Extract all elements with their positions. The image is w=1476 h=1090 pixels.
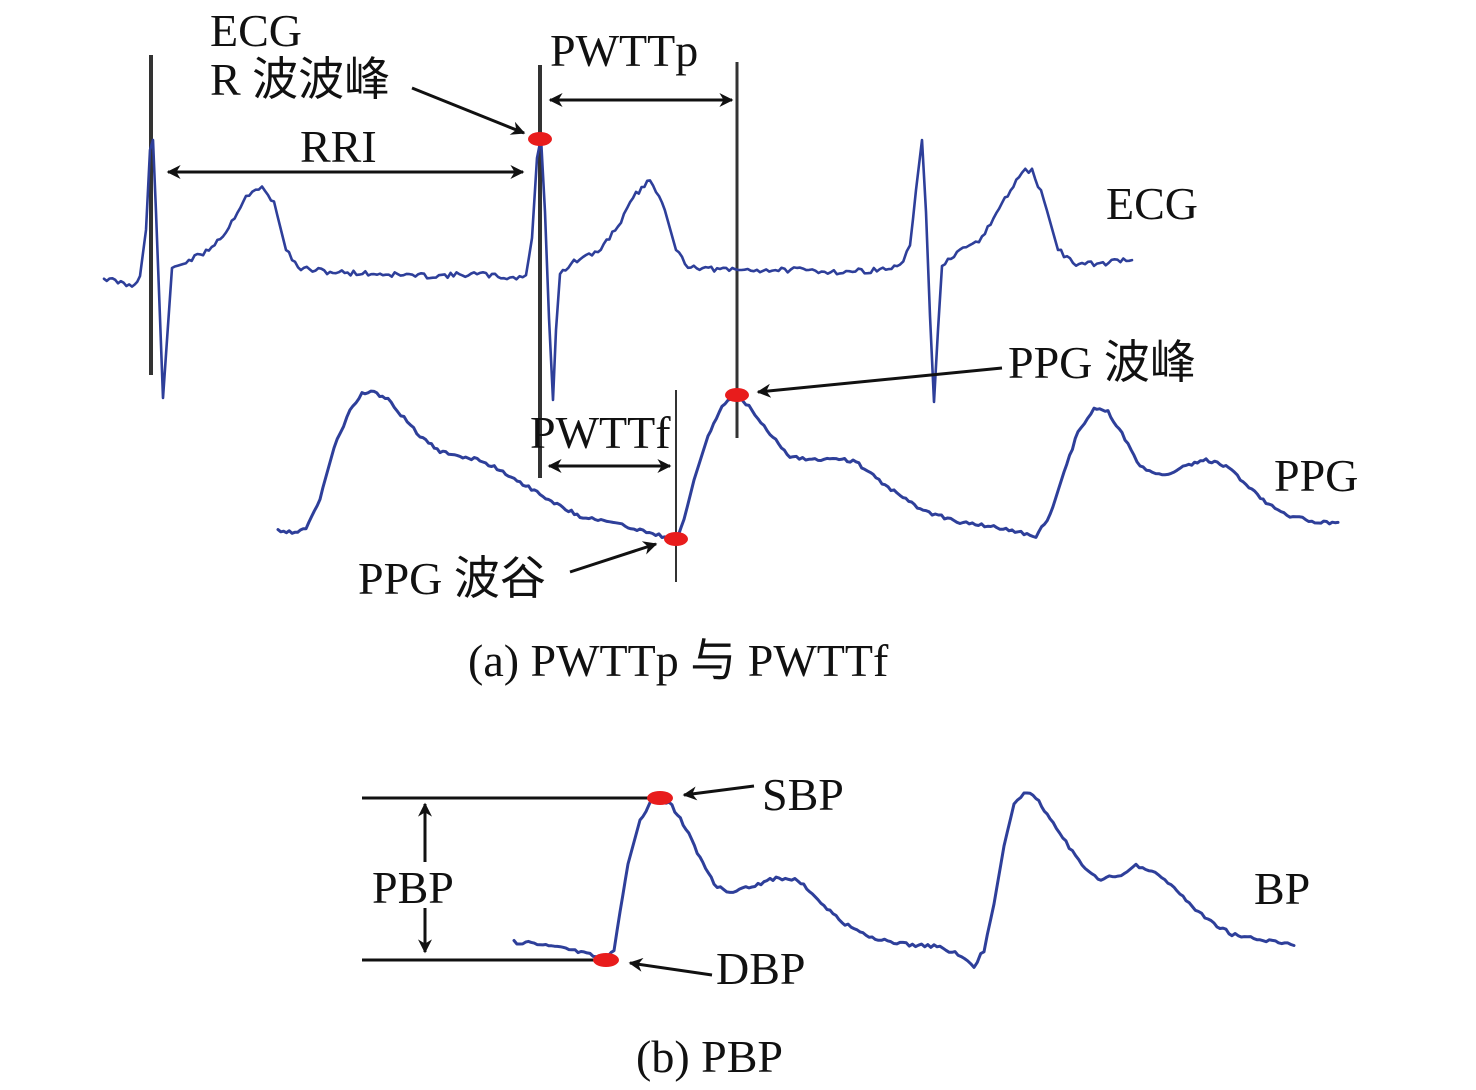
ecg-r-peak-marker — [528, 132, 552, 146]
dbp-label: DBP — [716, 943, 805, 994]
ppg-trough-pointer-arrow — [569, 541, 658, 574]
sbp-label: SBP — [762, 769, 844, 820]
ecg-label: ECG — [1106, 178, 1198, 229]
ppg-trough-label: PPG 波谷 — [358, 553, 546, 604]
ppg-peak-label: PPG 波峰 — [1008, 337, 1196, 388]
sbp-pointer-arrow — [682, 784, 755, 801]
dbp-pointer-arrow — [628, 957, 713, 977]
ecg-waveform — [102, 136, 1134, 404]
pbp-label: PBP — [372, 862, 454, 913]
bp-label: BP — [1254, 863, 1310, 914]
r-peak-pointer-arrow — [411, 86, 526, 135]
ecg-r-peak-label-line1: ECG — [210, 5, 302, 56]
ppg-waveform — [276, 389, 1340, 541]
ppg-peak-pointer-arrow — [756, 366, 1003, 398]
ppg-trough-marker — [664, 532, 688, 546]
pwttf-label: PWTTf — [530, 407, 671, 458]
rri-label: RRI — [300, 121, 377, 172]
panel-b: SBP PBP BP DBP (b) PBP — [362, 769, 1310, 1082]
panel-a: ECG R 波波峰 PWTTp RRI ECG PPG 波峰 PWTTf PPG… — [102, 5, 1358, 686]
bp-waveform — [512, 791, 1296, 969]
ppg-label: PPG — [1274, 450, 1358, 501]
panel-b-caption: (b) PBP — [636, 1031, 783, 1082]
dbp-marker — [593, 953, 619, 967]
sbp-marker — [647, 791, 673, 805]
pwttp-label: PWTTp — [550, 25, 698, 76]
ecg-r-peak-label-line2: R 波波峰 — [210, 54, 390, 105]
panel-a-caption: (a) PWTTp 与 PWTTf — [468, 635, 889, 686]
ppg-peak-marker — [725, 388, 749, 402]
